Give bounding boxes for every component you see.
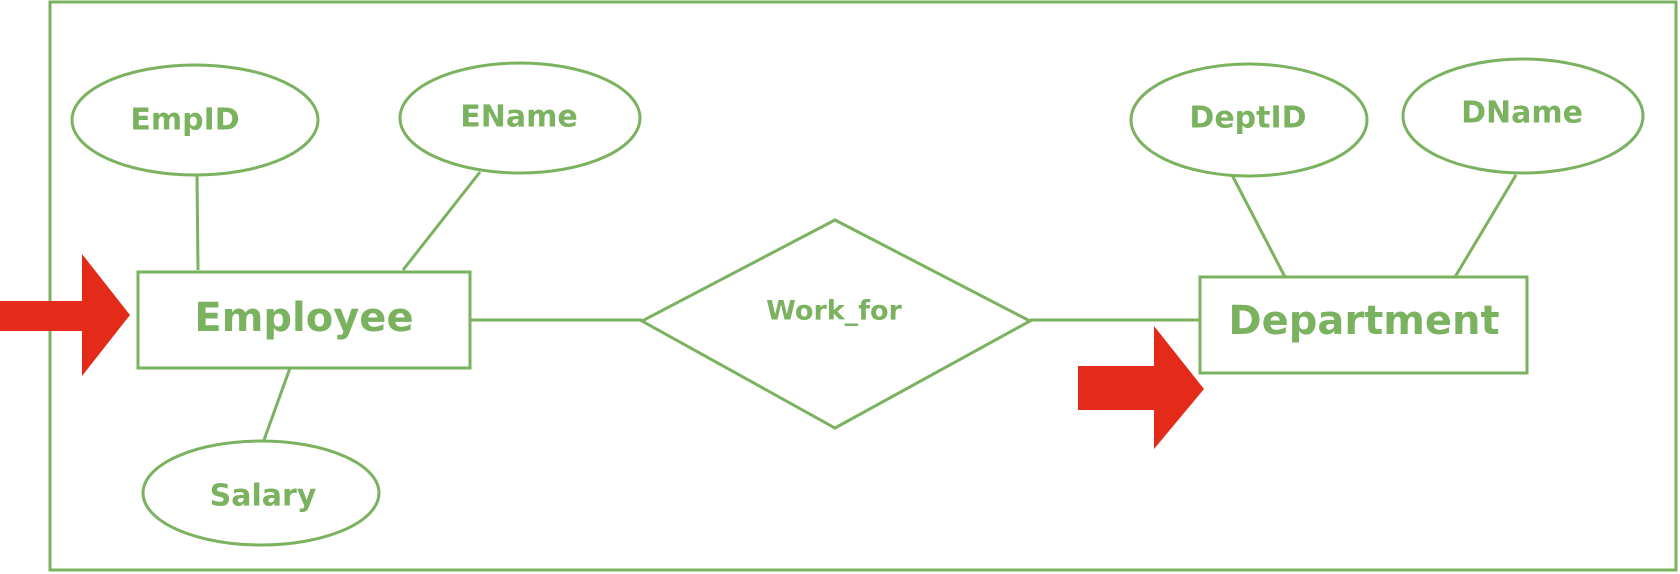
salary-ellipse <box>141 439 381 547</box>
dname-department-link <box>1453 174 1518 278</box>
work-for-diamond <box>638 218 1034 430</box>
deptid-ellipse <box>1129 62 1369 178</box>
right-arrow-icon <box>0 254 130 376</box>
right-arrow-icon <box>1078 326 1204 449</box>
department-label: Department <box>1228 298 1499 344</box>
work-for-label: Work_for <box>766 296 902 327</box>
department-box <box>1198 275 1529 375</box>
dname-label: DName <box>1461 96 1583 131</box>
empid-ellipse <box>70 63 320 177</box>
attribute-salary: Salary <box>141 439 381 547</box>
employee-box <box>136 270 472 370</box>
entity-department: Department <box>1198 275 1529 375</box>
attribute-deptid: DeptID <box>1129 62 1369 178</box>
ename-employee-link <box>401 171 482 271</box>
attribute-empid: EmpID <box>70 63 320 177</box>
salary-employee-link <box>262 367 292 441</box>
dname-ellipse <box>1401 57 1645 175</box>
deptid-department-link <box>1230 174 1287 278</box>
ename-label: EName <box>460 100 577 135</box>
relationship-work-for: Work_for <box>638 218 1034 430</box>
deptid-label: DeptID <box>1189 101 1306 136</box>
empid-label: EmpID <box>130 103 239 138</box>
salary-label: Salary <box>210 479 317 514</box>
entity-employee: Employee <box>136 270 472 370</box>
attribute-dname: DName <box>1401 57 1645 175</box>
ename-ellipse <box>398 61 642 175</box>
employee-label: Employee <box>194 295 413 341</box>
empid-employee-link <box>195 174 200 271</box>
attribute-ename: EName <box>398 61 642 175</box>
